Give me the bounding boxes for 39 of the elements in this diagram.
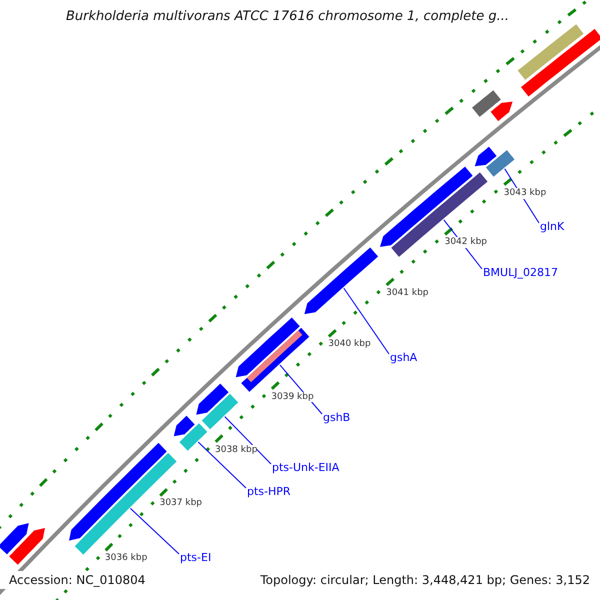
gene-bar [391,172,488,257]
gene-label: glnK [540,220,564,234]
gene-label: pts-Unk-EIIA [272,461,340,474]
scale-label: 3042 kbp [444,237,487,248]
gene-bar [174,416,195,436]
scale-label: 3038 kbp [215,444,258,456]
gene-bar [518,24,584,80]
gene-bar [236,318,300,378]
gene-bar [380,166,473,247]
gene-label: BMULJ_02817 [483,266,558,280]
gene-bar [486,150,514,177]
scale-label: 3039 kbp [271,392,314,402]
scale-label: 3041 kbp [386,288,428,299]
title: Burkholderia multivorans ATCC 17616 chromosome 1, complete g... [66,9,509,25]
leader-line [224,416,272,464]
gene-bar [202,394,238,430]
gene-bar [179,423,208,451]
genome-info-text: Topology: circular; Length: 3,448,421 bp; Genes: 3,152 [258,573,592,588]
gene-bar [521,28,600,96]
leader-line [343,288,390,354]
gene-label: pts-EI [180,551,212,564]
leader-line [130,508,180,554]
gene-bar [241,328,310,392]
gene-label: pts-HPR [247,485,291,498]
gene-label: gshA [390,351,418,364]
scale-label: 3043 kbp [504,188,546,199]
gene-bar [9,528,45,565]
gene-bar [246,330,302,382]
gene-bar [472,90,501,117]
gene-bar [474,146,497,166]
gene-bar [490,102,513,122]
scale-label: 3037 kbp [160,498,202,510]
gene-label: gshB [323,411,350,424]
gene-bar [196,384,229,415]
gene-bar [304,248,378,314]
gene-bar [0,523,29,554]
scale-label: 3040 kbp [328,339,371,350]
scale-label: 3036 kbp [104,553,148,564]
leader-line [198,442,246,488]
